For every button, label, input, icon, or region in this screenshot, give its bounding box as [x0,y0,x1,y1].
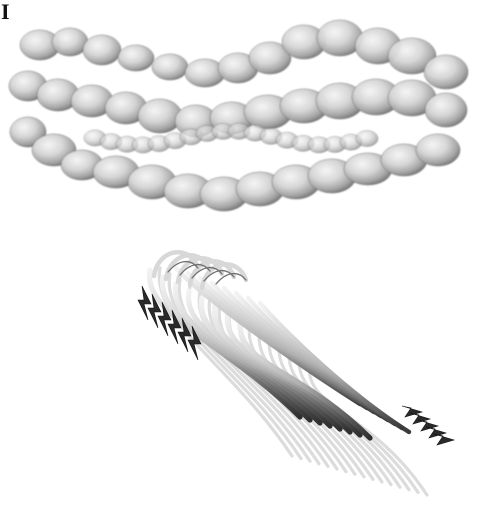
surface-blob [83,35,121,65]
arrow-head [138,286,151,320]
surface-blob [416,134,460,166]
beta-sheet-ribbon-model [138,252,454,495]
surface-blob [138,99,182,133]
surface-blob [356,131,378,147]
surface-middle-row [9,71,467,153]
surface-blob [425,93,467,127]
surface-blob [118,45,154,71]
surface-blob [424,55,468,89]
surface-blob [152,54,188,80]
molecular-surface-model [9,20,468,211]
surface-blob [52,28,88,56]
surface-back-row [20,20,468,89]
